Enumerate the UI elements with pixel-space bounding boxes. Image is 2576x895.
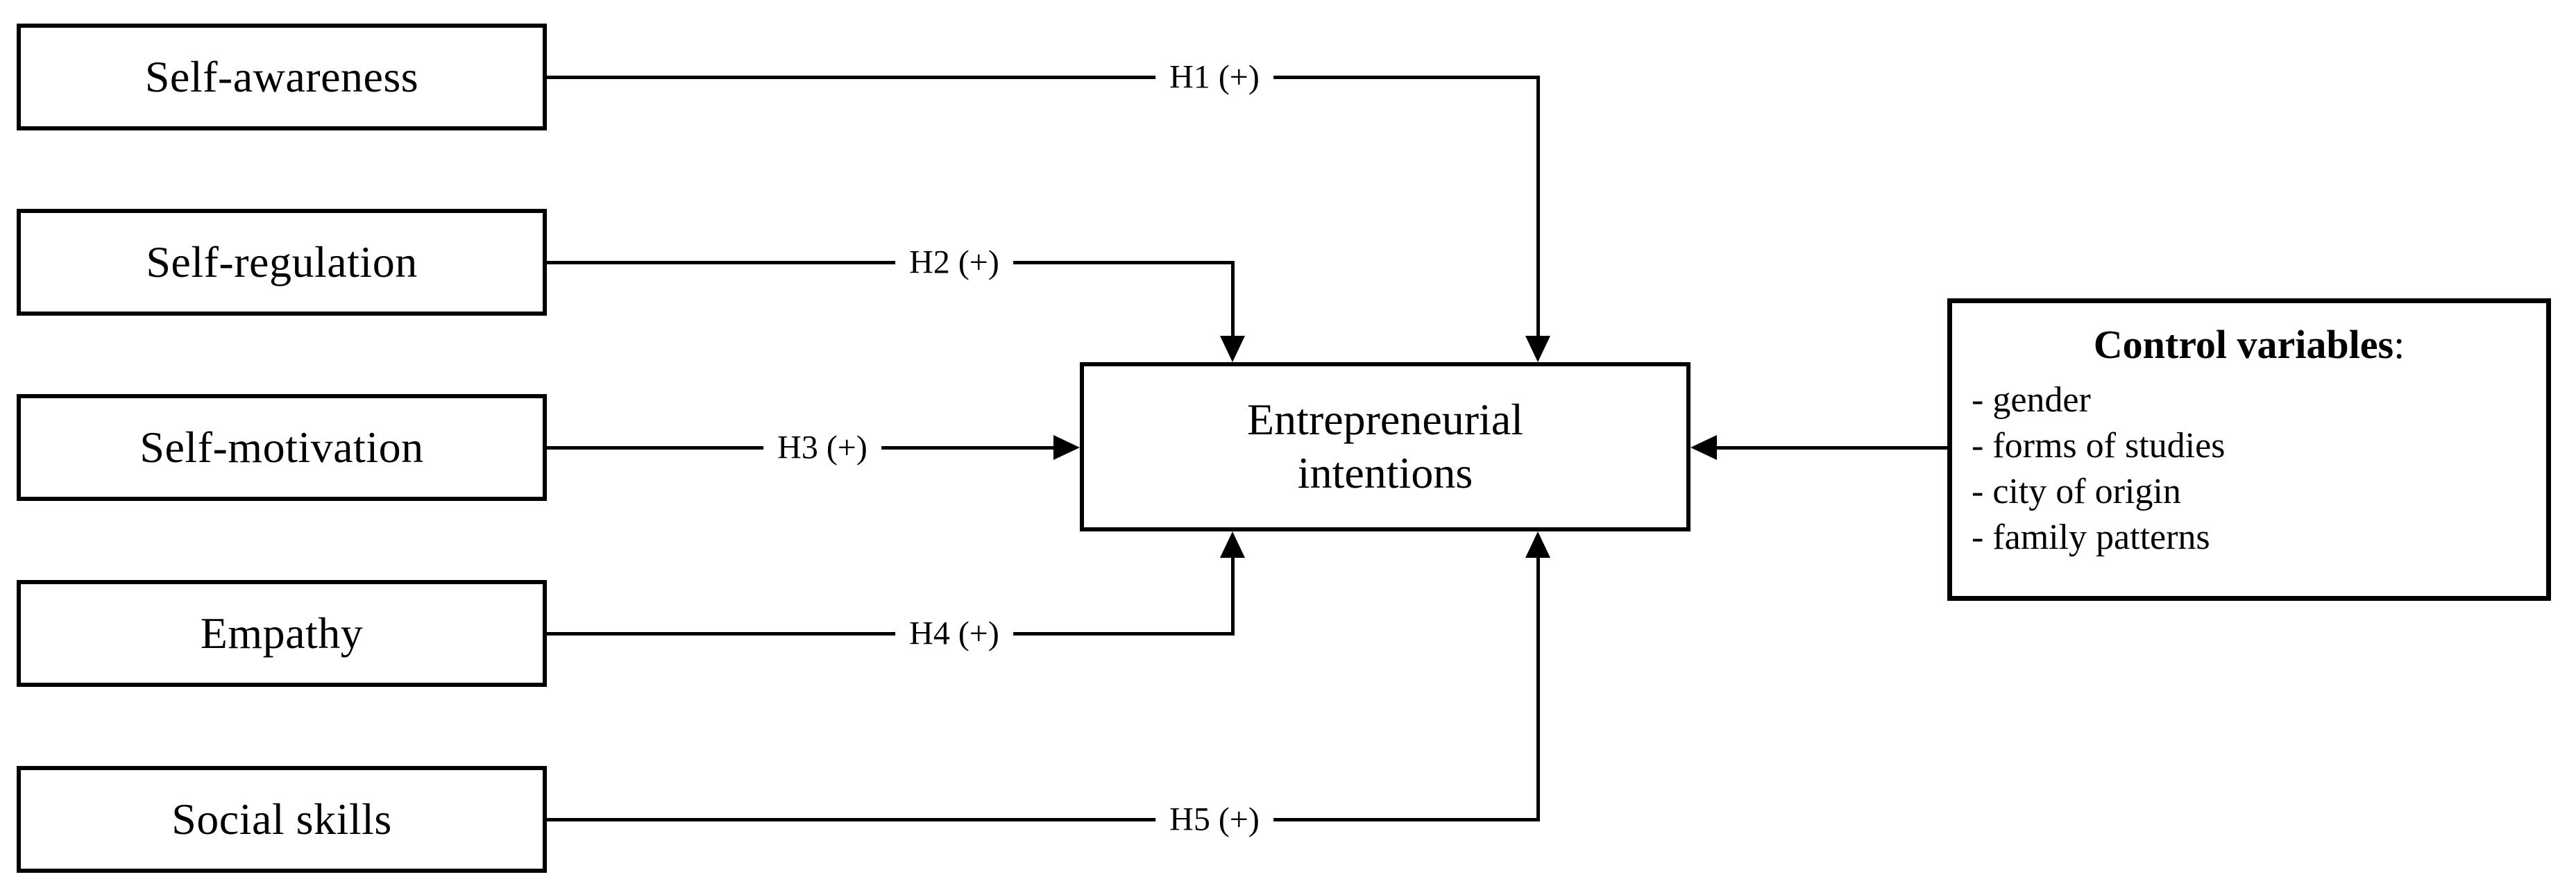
control-item-family-patterns: - family patterns <box>1972 518 2210 557</box>
h3-arrowhead <box>1053 435 1080 460</box>
h1-arrowhead <box>1525 336 1550 362</box>
predictor-label-self-awareness: Self-awareness <box>144 52 419 101</box>
outcome-box-entrepreneurial-intentions: Entrepreneurial intentions <box>1080 362 1690 531</box>
h3-label: H3 (+) <box>763 427 881 468</box>
outcome-label-line1: Entrepreneurial <box>1247 395 1523 445</box>
h1-label: H1 (+) <box>1155 56 1273 98</box>
h4-path-vertical <box>1231 555 1235 636</box>
predictor-box-social-skills: Social skills <box>17 766 547 873</box>
h2-label: H2 (+) <box>895 241 1013 283</box>
h2-path-horizontal <box>547 261 1235 264</box>
predictor-box-self-regulation: Self-regulation <box>17 209 547 316</box>
h5-path-horizontal <box>547 818 1540 821</box>
predictor-box-self-motivation: Self-motivation <box>17 394 547 501</box>
control-variables-list: - gender - forms of studies - city of or… <box>1952 377 2546 561</box>
outcome-label-line2: intentions <box>1297 448 1473 497</box>
h1-path-vertical <box>1536 76 1540 340</box>
h5-label: H5 (+) <box>1155 799 1273 840</box>
control-item-gender: - gender <box>1972 380 2091 420</box>
predictor-label-self-motivation: Self-motivation <box>139 423 424 472</box>
control-variables-title: Control variables: <box>1952 321 2546 368</box>
h4-arrowhead <box>1220 531 1245 558</box>
control-variables-title-colon: : <box>2393 322 2405 367</box>
h4-label: H4 (+) <box>895 613 1013 654</box>
predictor-label-empathy: Empathy <box>200 608 364 658</box>
control-path-horizontal <box>1714 446 1947 450</box>
h5-path-vertical <box>1536 555 1540 821</box>
control-variables-title-text: Control variables <box>2093 322 2394 367</box>
h5-arrowhead <box>1525 531 1550 558</box>
control-arrowhead <box>1690 435 1717 460</box>
predictor-box-self-awareness: Self-awareness <box>17 24 547 130</box>
control-item-city-of-origin: - city of origin <box>1972 472 2181 511</box>
predictor-label-self-regulation: Self-regulation <box>146 237 418 287</box>
h1-path-horizontal <box>547 76 1540 79</box>
control-variables-box: Control variables: - gender - forms of s… <box>1947 298 2551 601</box>
h2-arrowhead <box>1220 336 1245 362</box>
predictor-box-empathy: Empathy <box>17 580 547 687</box>
predictor-label-social-skills: Social skills <box>171 794 392 844</box>
h4-path-horizontal <box>547 632 1235 636</box>
control-item-forms-of-studies: - forms of studies <box>1972 426 2226 466</box>
h2-path-vertical <box>1231 261 1235 340</box>
outcome-label: Entrepreneurial intentions <box>1247 393 1523 500</box>
